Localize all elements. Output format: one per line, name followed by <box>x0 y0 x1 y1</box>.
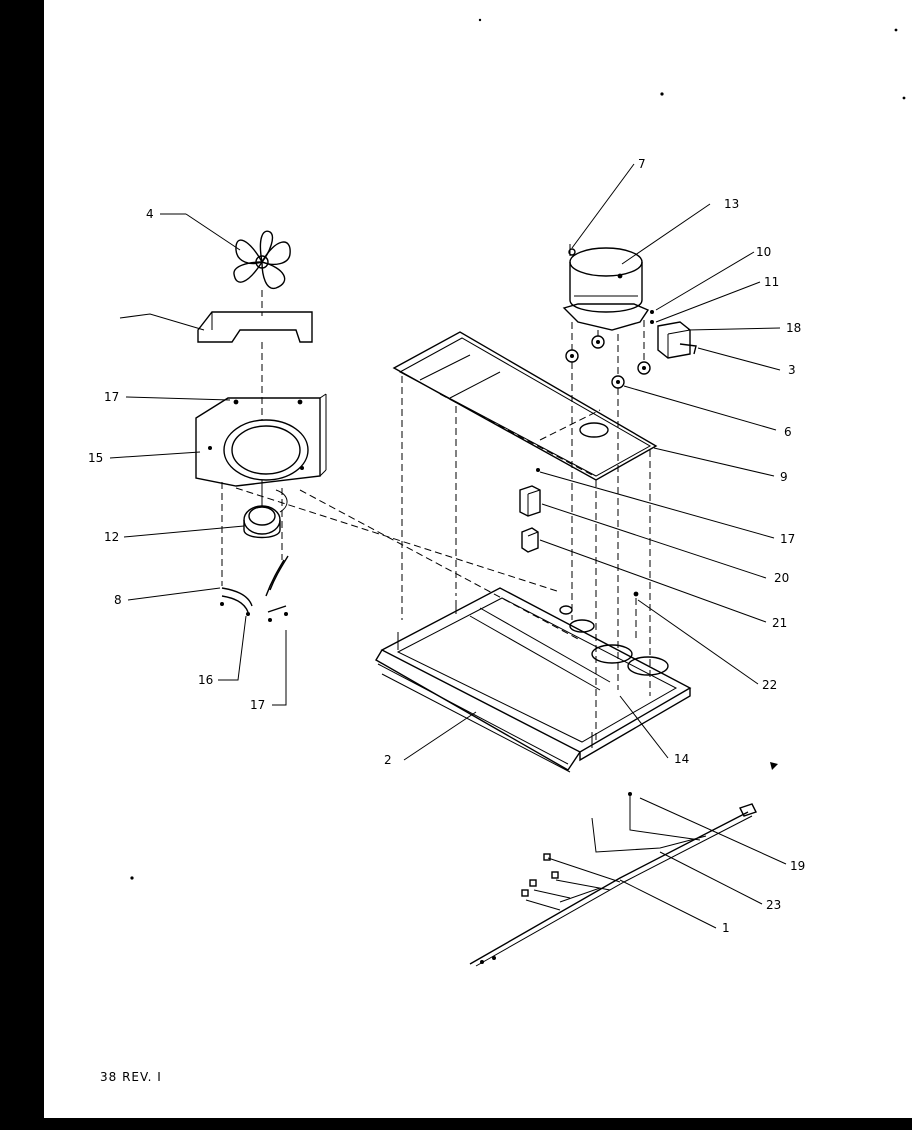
label-part-15: 15 <box>88 451 103 465</box>
fan-assembly-centerlines <box>221 290 581 641</box>
label-part-19: 19 <box>790 859 805 873</box>
label-part-21: 21 <box>772 616 787 630</box>
label-part-22: 22 <box>762 678 777 692</box>
fan-mounting-bracket <box>195 393 327 487</box>
label-part-4: 4 <box>146 207 154 221</box>
scan-bottom-border <box>0 1118 912 1130</box>
scan-specks <box>130 18 906 880</box>
wire-harness <box>469 792 757 967</box>
label-part-12: 12 <box>104 530 119 544</box>
compressor <box>562 244 650 331</box>
label-part-11: 11 <box>764 275 779 289</box>
label-part-10: 10 <box>756 245 771 259</box>
leader-lines <box>109 163 787 929</box>
label-part-17-b: 17 <box>250 698 265 712</box>
label-part-17-c: 17 <box>780 532 795 546</box>
label-part-13: 13 <box>724 197 739 211</box>
label-part-23: 23 <box>766 898 781 912</box>
part-labels: 4 17 15 12 8 16 17 7 13 10 11 18 3 6 9 1… <box>88 157 805 935</box>
relay-overload-assembly <box>650 310 697 359</box>
label-part-7: 7 <box>638 157 646 171</box>
scan-left-border <box>0 0 44 1130</box>
label-part-18: 18 <box>786 321 801 335</box>
label-part-3: 3 <box>788 363 796 377</box>
label-part-9: 9 <box>780 470 788 484</box>
top-deck-plate <box>392 331 658 481</box>
revision-footer: 38 REV. I <box>100 1070 162 1084</box>
base-pan <box>375 587 692 773</box>
label-part-1: 1 <box>722 921 730 935</box>
assembly-projection-lines <box>401 362 651 740</box>
fan-motor <box>243 486 288 539</box>
label-part-2: 2 <box>384 753 392 767</box>
label-part-16: 16 <box>198 673 213 687</box>
label-part-6: 6 <box>784 425 792 439</box>
fan-shroud-bracket <box>197 311 313 343</box>
fan-blade <box>233 230 291 290</box>
electrical-components <box>519 468 639 640</box>
label-part-17-a: 17 <box>104 390 119 404</box>
motor-mount-clips <box>220 555 289 622</box>
label-part-20: 20 <box>774 571 789 585</box>
compressor-grommets <box>565 320 651 389</box>
label-part-8: 8 <box>114 593 122 607</box>
label-part-14: 14 <box>674 752 689 766</box>
